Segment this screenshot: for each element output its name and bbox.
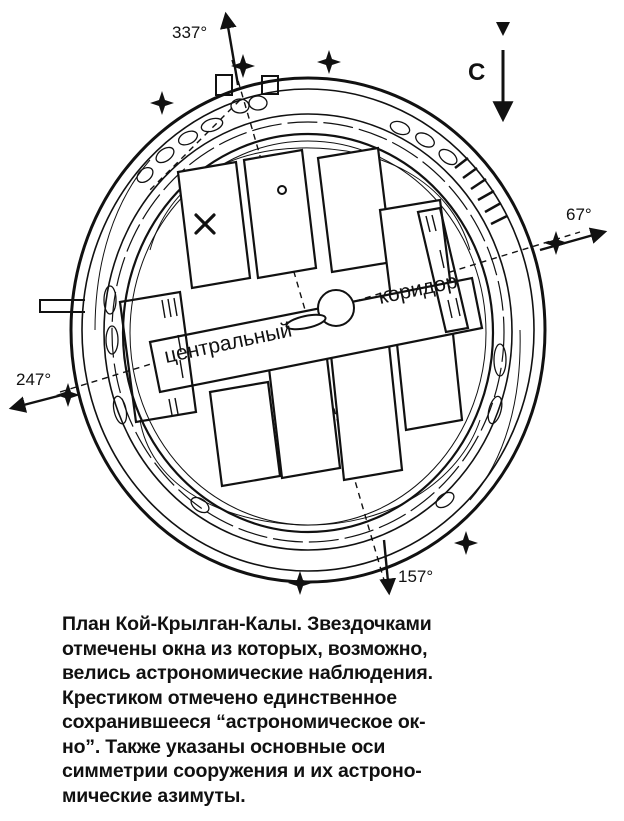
central-rotunda [277, 185, 355, 331]
west-annex [39, 74, 279, 313]
hatched-wall [454, 157, 508, 226]
arrow-icon [379, 539, 397, 596]
tower-hatching [161, 214, 461, 416]
cross-icon [194, 213, 216, 235]
azimuth-label-67: 67° [566, 205, 592, 224]
north-label: С [468, 59, 485, 86]
star-icon [544, 231, 568, 255]
arrow-icon [219, 11, 240, 86]
arrow-icon [8, 393, 63, 413]
ring-rooms [103, 95, 507, 514]
star-icon [231, 54, 255, 78]
window-stars [56, 50, 568, 595]
north-arrow-flag [496, 22, 510, 36]
star-icon [454, 531, 478, 555]
symmetry-axes [59, 59, 581, 581]
azimuth-label-247: 247° [16, 370, 51, 389]
azimuth-label-157: 157° [398, 567, 433, 586]
star-icon [150, 91, 174, 115]
star-icon [56, 383, 80, 407]
figure-caption: План Кой-Крылган-Калы. Звездочками отмеч… [62, 613, 433, 807]
azimuth-arrows [8, 11, 608, 596]
site-plan-diagram: центральный коридор 337° 67° 247° 157° С [8, 11, 608, 596]
star-icon [288, 571, 312, 595]
arrow-icon [539, 227, 608, 252]
azimuth-label-337: 337° [172, 23, 207, 42]
star-icon [317, 50, 341, 74]
central-building [118, 146, 484, 488]
